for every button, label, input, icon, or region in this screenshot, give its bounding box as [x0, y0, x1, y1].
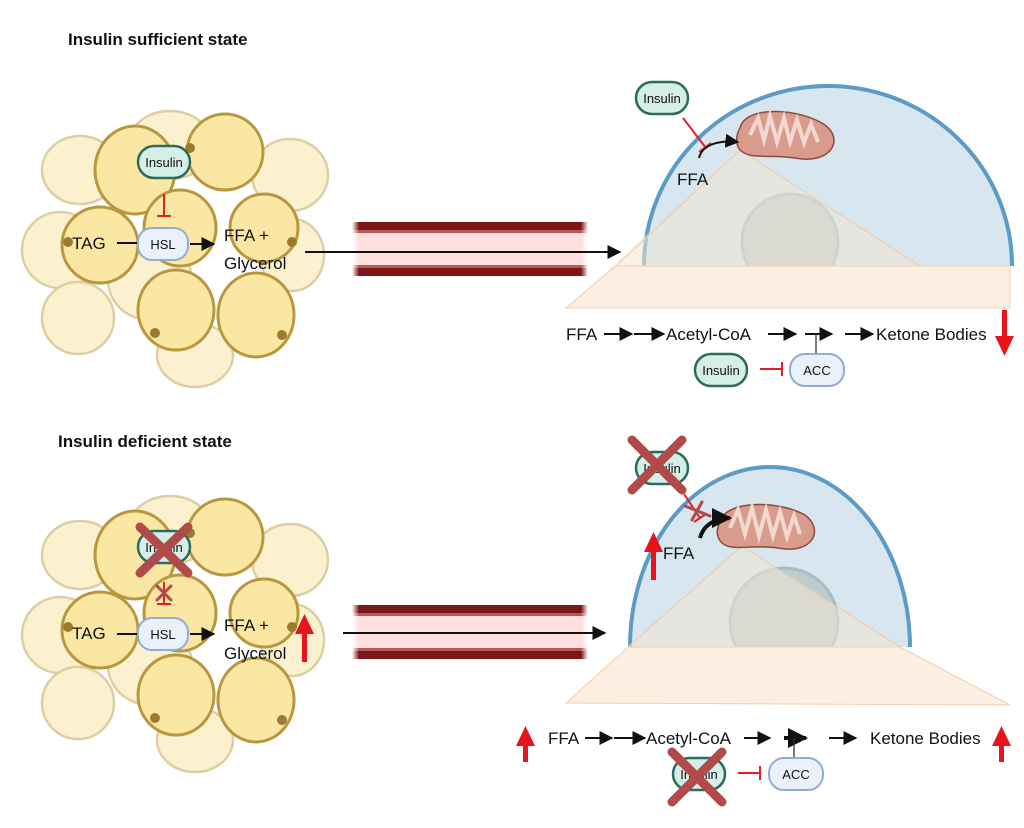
- increase-arrow-icon: [644, 532, 663, 580]
- mitochondrion: [716, 500, 816, 550]
- insulin-label: Insulin: [145, 155, 183, 170]
- increase-arrow-icon: [295, 614, 314, 662]
- mitochondrion: [735, 108, 835, 160]
- pathway-step-ketone-bodies: Ketone Bodies: [876, 325, 987, 344]
- adipocyte: [136, 653, 216, 737]
- pathway-step-ketone-bodies: Ketone Bodies: [870, 729, 981, 748]
- blood-vessel: [352, 222, 588, 276]
- acc-label: ACC: [782, 767, 809, 782]
- adipocyte: [228, 577, 300, 649]
- blocked-cross-icon: [667, 747, 727, 807]
- acc-enzyme-badge: [768, 757, 824, 791]
- adipocyte: [185, 497, 265, 577]
- pathway-step-ffa: FFA: [548, 729, 580, 748]
- increase-arrow-icon: [992, 726, 1011, 762]
- inhibition-bar: [693, 513, 707, 523]
- zoom-base: [564, 265, 1011, 309]
- blocked-inhibition-icon: [690, 500, 704, 522]
- liver-cell: Insulin FFA: [564, 80, 1014, 309]
- adipocyte-nucleus: [150, 328, 160, 338]
- adipocyte: [216, 271, 296, 359]
- product-label-line1: FFA +: [224, 616, 269, 635]
- adipocyte: [136, 268, 216, 352]
- panel-insulin-deficient: Insulin deficient state Insuli: [20, 432, 1011, 807]
- hsl-enzyme-badge: [137, 227, 189, 261]
- adipocyte-nucleus: [287, 622, 297, 632]
- adipocyte-nucleus: [63, 237, 73, 247]
- adipocyte-nucleus: [277, 330, 287, 340]
- hsl-label: HSL: [150, 237, 175, 252]
- adipocyte-nucleus: [287, 237, 297, 247]
- adipocyte: [216, 656, 296, 744]
- acc-enzyme-badge: [789, 353, 845, 387]
- acc-label: ACC: [803, 363, 830, 378]
- panel-title: Insulin deficient state: [58, 432, 232, 451]
- adipocyte-pale: [40, 665, 116, 741]
- blocked-cross-icon: [627, 435, 687, 495]
- adipocyte-pale: [40, 280, 116, 356]
- blocked-cross-icon: [135, 522, 193, 578]
- insulin-label: Insulin: [702, 363, 740, 378]
- liver-ffa-label: FFA: [677, 170, 709, 189]
- adipocyte-nucleus: [150, 713, 160, 723]
- adipocyte-nucleus: [277, 715, 287, 725]
- liver-insulin-blocked: Insulin: [627, 435, 690, 495]
- hsl-enzyme-badge: [137, 617, 189, 651]
- hsl-label: HSL: [150, 627, 175, 642]
- tag-label: TAG: [72, 624, 106, 643]
- product-label-line1: FFA +: [224, 226, 269, 245]
- ffa-uptake-arrow: [698, 133, 740, 159]
- pathway-step-ffa: FFA: [566, 325, 598, 344]
- adipocyte: [185, 112, 265, 192]
- ketogenesis-pathway: FFA Acetyl-CoA Ketone Bodies Insulin ACC: [516, 726, 1011, 807]
- product-label-line2: Glycerol: [224, 644, 286, 663]
- inhibition-line: [682, 117, 707, 149]
- adipose-tissue: [20, 494, 330, 774]
- insulin-label: Insulin: [643, 91, 681, 106]
- ffa-uptake-arrow: [698, 508, 732, 539]
- adipose-insulin: Insulin: [136, 144, 192, 180]
- panel-title: Insulin sufficient state: [68, 30, 247, 49]
- zoom-base: [564, 646, 1011, 706]
- insulin-badge: [693, 352, 749, 388]
- pathway-step-acetyl-coa: Acetyl-CoA: [666, 325, 752, 344]
- product-label-line2: Glycerol: [224, 254, 286, 273]
- liver-insulin: Insulin: [634, 80, 690, 116]
- decrease-arrow-icon: [995, 310, 1014, 356]
- panel-insulin-sufficient: Insulin sufficient state: [20, 30, 1014, 389]
- pathway-step-acetyl-coa: Acetyl-CoA: [646, 729, 732, 748]
- increase-arrow-icon: [516, 726, 535, 762]
- ketogenesis-pathway: FFA Acetyl-CoA Ketone Bodies Insulin ACC: [566, 310, 1014, 388]
- insulin-badge: [634, 80, 690, 116]
- adipocyte: [228, 192, 300, 264]
- tag-label: TAG: [72, 234, 106, 253]
- adipocyte-nucleus: [63, 622, 73, 632]
- liver-cell: Insulin FFA: [564, 435, 1011, 706]
- liver-ffa-label: FFA: [663, 544, 695, 563]
- adipose-insulin-blocked: Insulin: [135, 522, 193, 578]
- adipocyte-nucleus: [185, 143, 195, 153]
- blocked-inhibition-icon: [155, 584, 173, 602]
- insulin-badge: [136, 144, 192, 180]
- inhibition-line: [683, 493, 701, 519]
